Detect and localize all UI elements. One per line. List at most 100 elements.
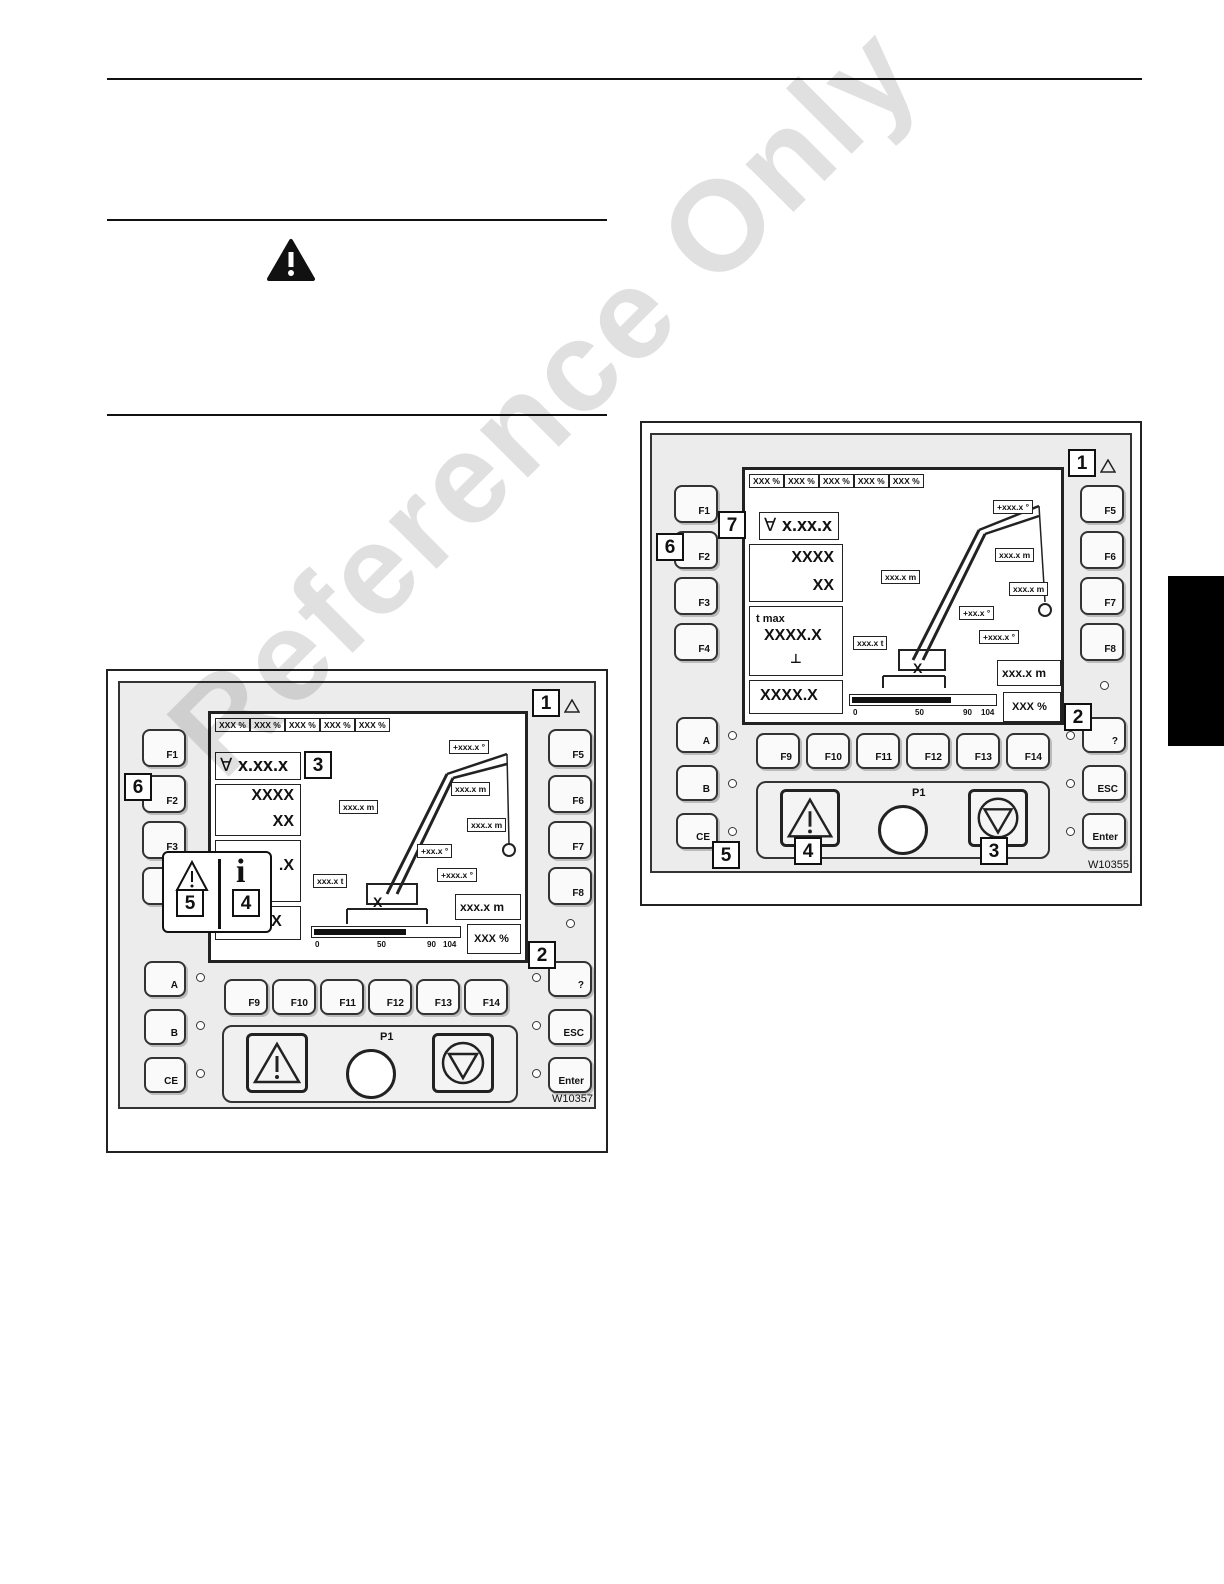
f11-key[interactable]: F11	[320, 979, 364, 1015]
f14-key[interactable]: F14	[464, 979, 508, 1015]
f10-key[interactable]: F10	[806, 733, 850, 769]
knob-label: P1	[912, 787, 926, 799]
load-cell: XXX %	[354, 718, 390, 732]
knob-label: P1	[380, 1031, 394, 1043]
load-cell: XXX %	[783, 474, 819, 488]
f12-key[interactable]: F12	[906, 733, 950, 769]
scale-tick: 50	[377, 940, 386, 949]
f9-key[interactable]: F9	[224, 979, 268, 1015]
warning-top-rule	[107, 219, 607, 221]
counter-big: XXXX	[791, 549, 834, 566]
counter-small: XX	[272, 813, 294, 830]
f6-key[interactable]: F6	[548, 775, 592, 813]
figure-right: F1 F2 F3 F4 F5 F6 F7 F8 A B CE ? ESC Ent…	[640, 421, 1142, 906]
a-key[interactable]: A	[676, 717, 718, 753]
f10-key[interactable]: F10	[272, 979, 316, 1015]
led	[1100, 681, 1109, 690]
callout-5: 5	[176, 889, 204, 917]
callout-2: 2	[1064, 703, 1092, 731]
led	[1066, 779, 1075, 788]
a-key[interactable]: A	[144, 961, 186, 997]
f1-key[interactable]: F1	[142, 729, 186, 767]
led	[196, 973, 205, 982]
led	[532, 1021, 541, 1030]
crane-diagram	[882, 504, 1052, 688]
control-area: P1	[222, 1025, 518, 1103]
f6-key[interactable]: F6	[1080, 531, 1124, 569]
figure-id: W10357	[552, 1093, 593, 1105]
b-key[interactable]: B	[676, 765, 718, 801]
callout-7: 7	[718, 511, 746, 539]
callout-5: 5	[712, 841, 740, 869]
counter-small: XX	[812, 577, 834, 594]
ce-key[interactable]: CE	[676, 813, 718, 849]
f4-key[interactable]: F4	[674, 623, 718, 661]
partial-value: .X	[278, 857, 294, 874]
f7-key[interactable]: F7	[1080, 577, 1124, 615]
angle2-label: +xxx.x °	[979, 630, 1019, 644]
f1-key[interactable]: F1	[674, 485, 718, 523]
length-label: xxx.x m	[451, 782, 491, 796]
callout-1: 1	[1068, 449, 1096, 477]
enter-key[interactable]: Enter	[548, 1057, 592, 1093]
counter-box: XXXX XX	[215, 784, 301, 836]
led	[532, 973, 541, 982]
control-panel: F1 F2 F3 F4 F5 F6 F7 F8 A B CE ? ESC Ent…	[650, 433, 1132, 873]
f5-key[interactable]: F5	[548, 729, 592, 767]
warning-button[interactable]	[246, 1033, 308, 1093]
warning-icon	[252, 1041, 302, 1084]
esc-key[interactable]: ESC	[548, 1009, 592, 1045]
divider	[218, 859, 221, 929]
f13-key[interactable]: F13	[416, 979, 460, 1015]
esc-key[interactable]: ESC	[1082, 765, 1126, 801]
warning-icon	[175, 859, 209, 891]
callout-3: 3	[304, 751, 332, 779]
f9-key[interactable]: F9	[756, 733, 800, 769]
f3-key[interactable]: F3	[674, 577, 718, 615]
callout-6: 6	[124, 773, 152, 801]
control-panel: F1 F2 F3 F4 F5 F6 F7 F8 A B CE ? ESC Ent…	[118, 681, 596, 1109]
ce-key[interactable]: CE	[144, 1057, 186, 1093]
callout-2: 2	[528, 941, 556, 969]
load-cell: XXX %	[749, 474, 784, 488]
crane-diagram	[346, 752, 516, 924]
percent-value: XXX %	[1012, 701, 1047, 713]
bottom-value-box: XXXX.X	[749, 680, 843, 714]
enter-key[interactable]: Enter	[1082, 813, 1126, 849]
percent-value: XXX %	[474, 933, 509, 945]
x-label: X	[373, 894, 383, 910]
load-cell: XXX %	[215, 718, 250, 732]
display-screen: XXX % XXX % XXX % XXX % XXX % ∀ x.xx.x X…	[742, 467, 1064, 725]
weight-label: xxx.x t	[853, 636, 888, 650]
f12-key[interactable]: F12	[368, 979, 412, 1015]
f8-key[interactable]: F8	[1080, 623, 1124, 661]
f11-key[interactable]: F11	[856, 733, 900, 769]
f14-key[interactable]: F14	[1006, 733, 1050, 769]
f5-key[interactable]: F5	[1080, 485, 1124, 523]
f13-key[interactable]: F13	[956, 733, 1000, 769]
jib-length-label: xxx.x m	[467, 818, 507, 832]
callout-6: 6	[656, 533, 684, 561]
led	[196, 1069, 205, 1078]
load-cell: XXX %	[818, 474, 854, 488]
control-knob[interactable]	[878, 805, 928, 855]
help-key[interactable]: ?	[548, 961, 592, 997]
figure-left: F1 F2 F3 F4 F5 F6 F7 F8 A B CE ? ESC Ent…	[106, 669, 608, 1153]
hook-box: ∀ x.xx.x	[215, 752, 301, 780]
tmax-label: t max	[756, 613, 785, 625]
weight-label: xxx.x t	[313, 874, 348, 888]
f7-key[interactable]: F7	[548, 821, 592, 859]
control-knob[interactable]	[346, 1049, 396, 1099]
callout-4: 4	[794, 837, 822, 865]
boom-angle-label: +xxx.x °	[993, 500, 1033, 514]
stop-button[interactable]	[432, 1033, 494, 1093]
callout-4: 4	[232, 889, 260, 917]
scale-tick: 104	[443, 940, 457, 949]
load-cell: XXX %	[319, 718, 355, 732]
b-key[interactable]: B	[144, 1009, 186, 1045]
f8-key[interactable]: F8	[548, 867, 592, 905]
percent-box: XXX %	[1003, 692, 1061, 722]
load-cell: XXX %	[888, 474, 924, 488]
radius-value: xxx.x m	[460, 900, 505, 914]
radius-value: xxx.x m	[1002, 666, 1047, 680]
